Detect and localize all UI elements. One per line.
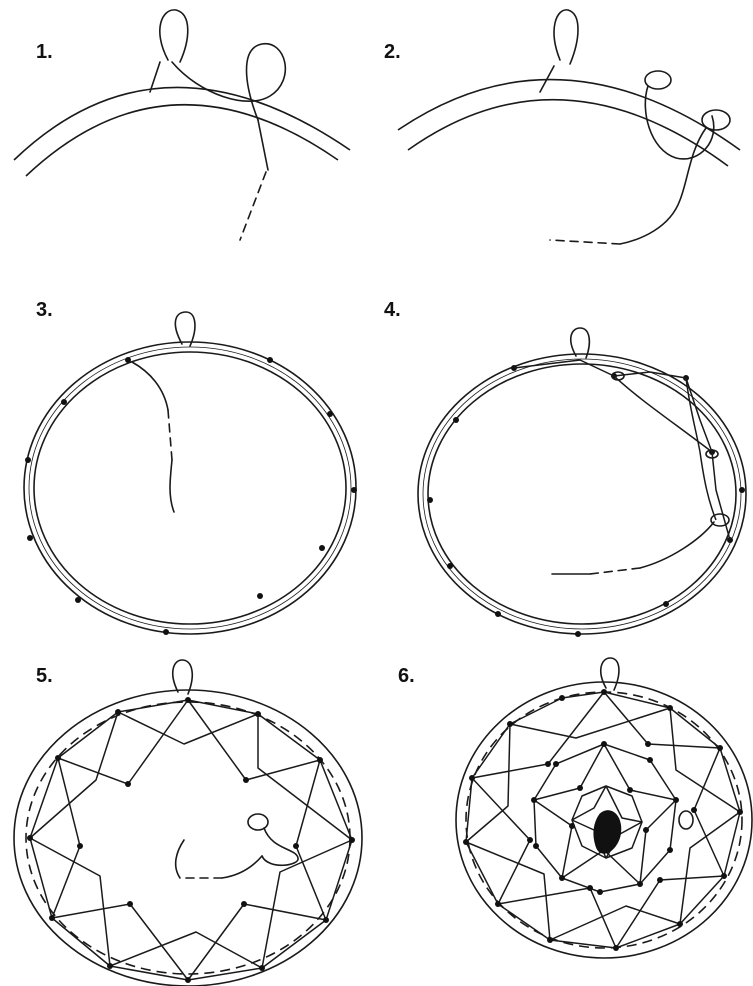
- step-5-first-round-web: [30, 700, 352, 980]
- step-2-hoop: [398, 80, 740, 166]
- step-5-working-cord: [176, 814, 298, 878]
- step-5-panel: 5.: [14, 660, 362, 986]
- step-4-panel: 4.: [384, 299, 746, 637]
- step-5-hanging-loop: [173, 660, 192, 694]
- step-3-label: 3.: [36, 299, 53, 321]
- step-6-panel: 6.: [398, 658, 752, 958]
- step-4-working-cord: [552, 522, 714, 574]
- step-6-center-hole: [594, 811, 621, 854]
- step-5-hoop: [14, 690, 362, 986]
- step-1-wrap-loop: [172, 44, 285, 240]
- step-6-label: 6.: [398, 665, 415, 687]
- step-2-panel: 2.: [384, 10, 740, 244]
- step-4-label: 4.: [384, 299, 401, 321]
- step-1-hanging-loop: [150, 10, 188, 92]
- step-6-hanging-loop: [601, 658, 619, 690]
- step-4-web-cords: [514, 360, 730, 540]
- step-5-label: 5.: [36, 665, 53, 687]
- step-3-working-cord: [132, 362, 174, 512]
- step-4-knot-points: [427, 365, 745, 637]
- step-3-hoop: [24, 342, 356, 634]
- step-4-hoop: [418, 354, 746, 634]
- step-1-hoop: [14, 87, 350, 176]
- step-3-panel: 3.: [24, 299, 357, 635]
- step-1-panel: 1.: [14, 10, 350, 240]
- step-2-wrap-knots: [550, 71, 730, 244]
- step-2-label: 2.: [384, 41, 401, 63]
- step-1-label: 1.: [36, 41, 53, 63]
- step-3-hanging-loop: [175, 312, 195, 346]
